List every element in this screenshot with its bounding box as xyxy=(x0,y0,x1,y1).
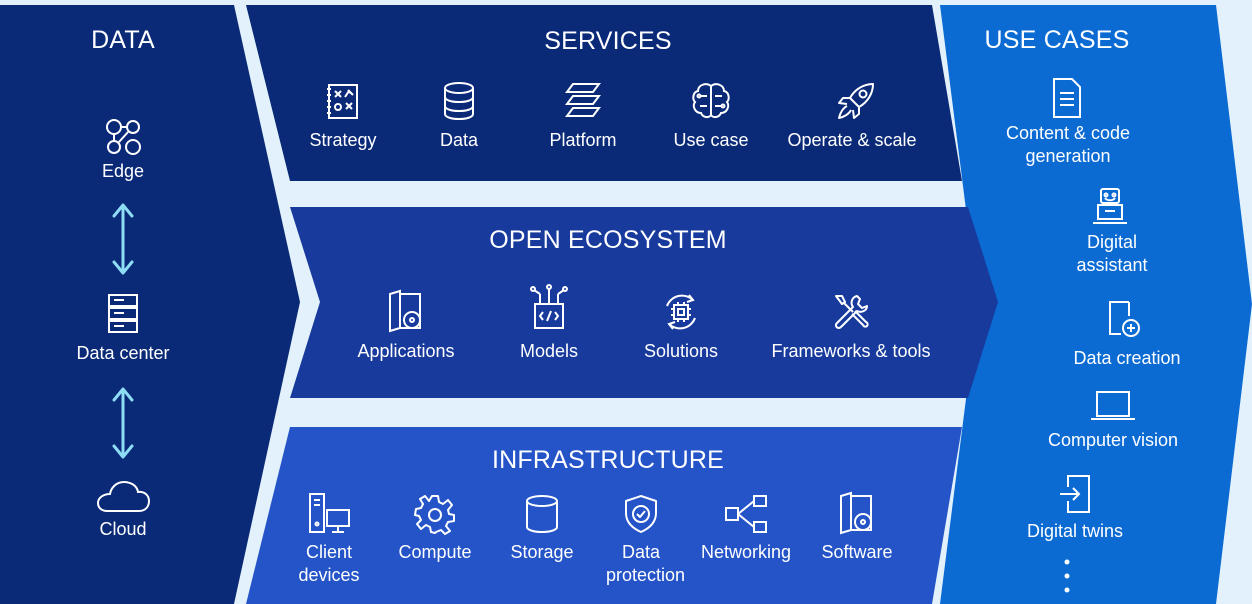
vertical-dots-icon xyxy=(1064,559,1070,593)
strategy-board-icon xyxy=(326,81,360,121)
server-rack-icon xyxy=(106,293,140,335)
shield-check-icon xyxy=(623,494,659,534)
data-title: DATA xyxy=(91,26,155,54)
software-disc-icon xyxy=(837,492,877,536)
services-item-use-case: Use case xyxy=(673,130,749,150)
file-plus-icon xyxy=(1107,298,1141,340)
infrastructure-item-software: Software xyxy=(821,542,893,562)
services-title: SERVICES xyxy=(544,27,672,55)
data-arrows xyxy=(112,203,134,459)
chip-cycle-icon xyxy=(661,292,701,332)
ecosystem-item-solutions: Solutions xyxy=(643,341,719,361)
infrastructure-item-compute: Compute xyxy=(398,542,472,562)
code-model-icon xyxy=(528,284,570,332)
app-disc-icon xyxy=(386,290,426,334)
use-cases-panel xyxy=(940,5,1252,604)
services-item-operate-scale: Operate & scale xyxy=(787,130,917,150)
robot-laptop-icon xyxy=(1090,187,1130,227)
use-case-item-digital-twins: Digital twins xyxy=(1026,521,1124,541)
services-item-strategy: Strategy xyxy=(309,130,377,150)
use-case-item-content-code-generation: Content & code generation xyxy=(1005,123,1131,166)
infrastructure-item-networking: Networking xyxy=(700,542,792,562)
data-item-edge: Edge xyxy=(101,161,145,181)
infrastructure-item-data-protection: Data protection xyxy=(606,542,686,585)
data-panel xyxy=(0,5,300,604)
data-item-cloud: Cloud xyxy=(99,519,147,539)
use-cases-title: USE CASES xyxy=(984,26,1130,54)
network-icon xyxy=(724,494,768,534)
data-item-data-center: Data center xyxy=(76,343,170,363)
brain-circuit-icon xyxy=(690,82,732,120)
ecosystem-item-models: Models xyxy=(519,341,579,361)
gear-icon xyxy=(415,494,455,534)
arrow-datacenter-cloud xyxy=(112,387,134,459)
arrow-edge-datacenter xyxy=(112,203,134,275)
storage-cylinder-icon xyxy=(524,494,560,534)
tools-icon xyxy=(831,292,871,332)
services-item-data: Data xyxy=(439,130,479,150)
ecosystem-panel xyxy=(290,207,998,398)
sign-in-icon xyxy=(1056,473,1092,515)
cloud-icon xyxy=(95,480,151,514)
infrastructure-item-storage: Storage xyxy=(510,542,574,562)
use-case-item-digital-assistant: Digital assistant xyxy=(1076,232,1148,275)
services-item-platform: Platform xyxy=(549,130,617,150)
database-icon xyxy=(442,81,476,121)
services-panel xyxy=(246,5,962,181)
client-devices-icon xyxy=(307,492,351,536)
use-case-item-computer-vision: Computer vision xyxy=(1047,430,1179,450)
infrastructure-item-client-devices: Client devices xyxy=(298,542,360,585)
use-case-item-data-creation: Data creation xyxy=(1073,348,1181,368)
ecosystem-title: OPEN ECOSYSTEM xyxy=(489,226,727,254)
infrastructure-title: INFRASTRUCTURE xyxy=(492,446,724,474)
infrastructure-panel xyxy=(246,427,962,604)
edge-nodes-icon xyxy=(103,117,143,157)
ecosystem-item-frameworks-tools: Frameworks & tools xyxy=(771,341,931,361)
ecosystem-item-applications: Applications xyxy=(357,341,455,361)
document-icon xyxy=(1051,77,1083,119)
rocket-icon xyxy=(835,80,877,122)
laptop-icon xyxy=(1089,389,1137,423)
platform-layers-icon xyxy=(563,81,603,121)
